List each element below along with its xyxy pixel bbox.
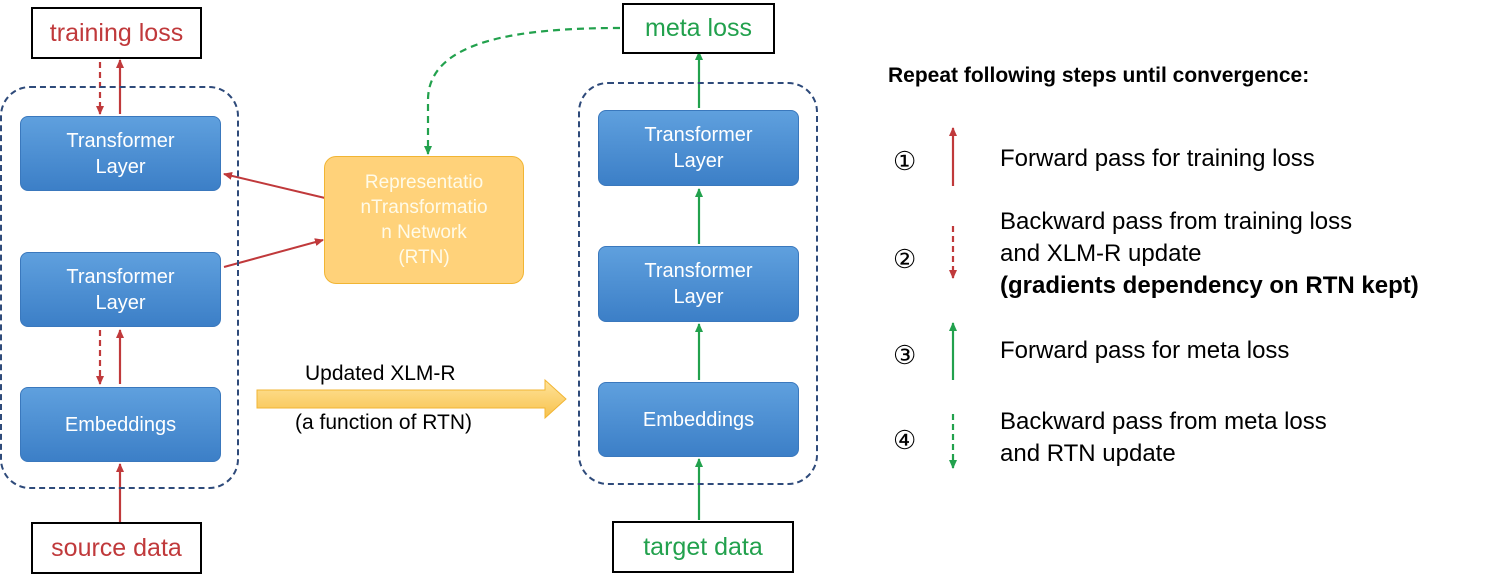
step-4-line-1: Backward pass from meta loss	[1000, 408, 1327, 435]
step-2-text: Backward pass from training loss and XLM…	[1000, 206, 1419, 302]
training-loss-box: training loss	[31, 7, 202, 59]
middle-layer-to-rtn-arrow	[223, 238, 324, 268]
step-1-number: ①	[893, 146, 917, 176]
step-4-number: ④	[893, 425, 917, 455]
rtn-box: Representatio nTransformatio n Network (…	[324, 156, 524, 284]
step-2-line-2: and XLM-R update	[1000, 240, 1202, 267]
step-2-number: ②	[893, 244, 917, 274]
source-upper-transformer-label: Transformer Layer	[66, 129, 175, 178]
target-middle-transformer-layer: Transformer Layer	[598, 246, 799, 322]
target-upper-transformer-label: Transformer Layer	[644, 124, 753, 172]
step-3-text: Forward pass for meta loss	[1000, 335, 1289, 367]
source-embeddings-label: Embeddings	[64, 413, 177, 436]
target-model-group	[578, 82, 818, 485]
target-upper-transformer-layer: Transformer Layer	[598, 110, 799, 186]
target-embeddings-label: Embeddings	[642, 408, 755, 431]
source-data-box: source data	[31, 522, 202, 574]
step-1-line-1: Forward pass for training loss	[1000, 145, 1315, 172]
updated-xlmr-arrow	[256, 378, 567, 420]
target-middle-transformer-label: Transformer Layer	[644, 260, 753, 308]
step-3-line-1: Forward pass for meta loss	[1000, 337, 1290, 364]
step-4-line-2: and RTN update	[1000, 440, 1176, 467]
step-1-text: Forward pass for training loss	[1000, 143, 1315, 175]
step-4-text: Backward pass from meta loss and RTN upd…	[1000, 406, 1327, 470]
source-middle-transformer-layer: Transformer Layer	[20, 252, 221, 327]
updated-xlmr-label: Updated XLM-R	[305, 362, 456, 385]
target-data-box: target data	[612, 521, 794, 573]
source-data-label: source data	[51, 533, 182, 562]
rtn-label: Representatio nTransformatio n Network (…	[360, 172, 488, 268]
step-2-line-1: Backward pass from training loss	[1000, 208, 1353, 235]
source-middle-transformer-label: Transformer Layer	[66, 265, 175, 314]
step-2-line-3: (gradients dependency on RTN kept)	[1000, 270, 1419, 302]
source-embeddings-layer: Embeddings	[20, 387, 221, 462]
meta-loss-to-rtn-arrow	[424, 26, 621, 155]
meta-loss-box: meta loss	[622, 3, 775, 54]
step-3-number: ③	[893, 340, 917, 370]
target-data-label: target data	[643, 532, 763, 561]
source-model-group	[0, 86, 239, 489]
step-2-bold-note: (gradients dependency on RTN kept)	[1000, 272, 1419, 299]
rtn-to-upper-layer-arrow	[223, 171, 326, 199]
target-embeddings-layer: Embeddings	[598, 382, 799, 457]
source-upper-transformer-layer: Transformer Layer	[20, 116, 221, 191]
legend-title: Repeat following steps until convergence…	[888, 64, 1310, 87]
training-loss-label: training loss	[49, 18, 184, 47]
meta-loss-label: meta loss	[645, 14, 752, 42]
function-of-rtn-label: (a function of RTN)	[295, 411, 473, 434]
